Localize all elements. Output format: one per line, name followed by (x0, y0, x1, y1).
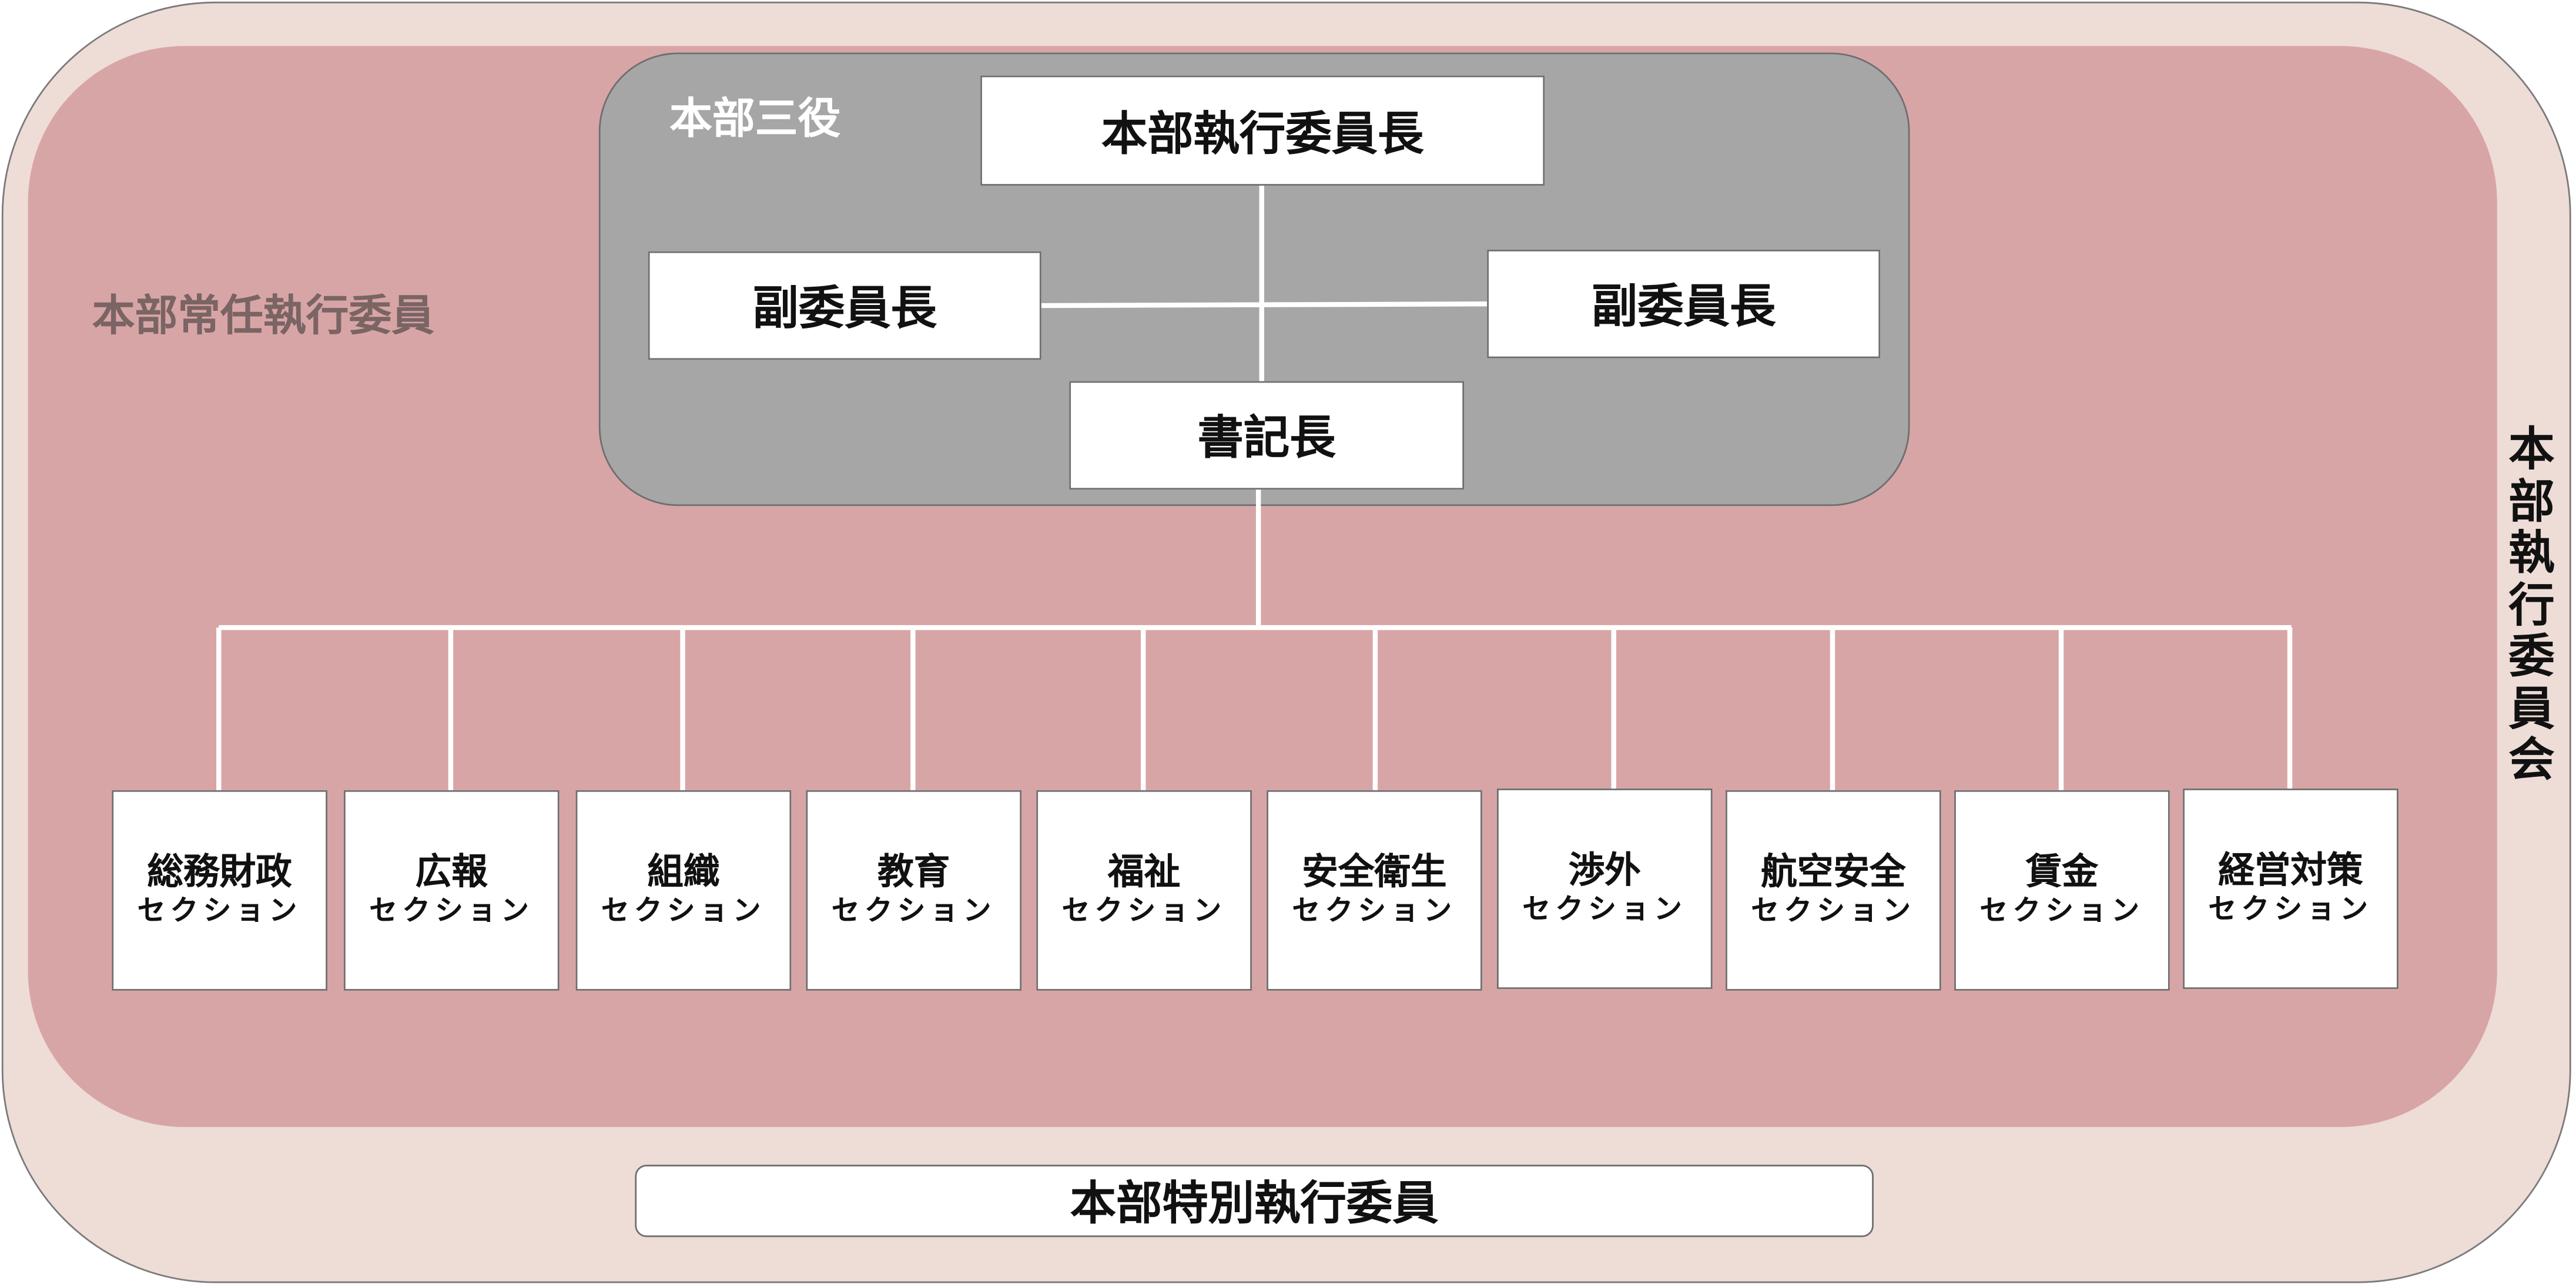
vice-chair-right-box: 副委員長 (1487, 249, 1881, 358)
section-name: 経営対策 (2218, 850, 2363, 891)
section-subtitle: セクション (831, 895, 996, 928)
section-name: 安全衛生 (1302, 851, 1447, 893)
section-box-external-affairs: 渉外 セクション (1496, 789, 1713, 990)
section-box-education: 教育 セクション (806, 790, 1022, 991)
connector-section-drops (216, 628, 2293, 790)
section-subtitle: セクション (1979, 895, 2145, 928)
section-name: 渉外 (1568, 850, 1641, 891)
section-box-aviation-safety: 航空安全 セクション (1726, 790, 1941, 991)
section-subtitle: セクション (369, 895, 534, 928)
section-name: 福祉 (1108, 851, 1181, 893)
section-box-safety-health: 安全衛生 セクション (1267, 790, 1482, 991)
vice-chair-left-box: 副委員長 (648, 251, 1041, 360)
section-subtitle: セクション (1751, 895, 1916, 928)
section-name: 教育 (877, 851, 950, 893)
section-box-general-affairs: 総務財政 セクション (112, 790, 327, 991)
connector-vice-chairs (1041, 301, 1488, 308)
section-subtitle: セクション (1292, 895, 1457, 928)
section-subtitle: セクション (601, 895, 766, 928)
secretary-general-box: 書記長 (1069, 381, 1465, 490)
section-box-public-relations: 広報 セクション (343, 790, 560, 991)
section-name: 賃金 (2025, 851, 2098, 893)
section-box-welfare: 福祉 セクション (1036, 790, 1252, 991)
section-box-management-policy: 経営対策 セクション (2183, 789, 2399, 990)
section-box-organization: 組織 セクション (575, 790, 792, 991)
standing-committee-label: 本部常任執行委員 (92, 292, 434, 342)
chair-box: 本部執行委員長 (980, 75, 1545, 186)
section-subtitle: セクション (1061, 895, 1227, 928)
section-name: 総務財政 (147, 851, 292, 893)
section-name: 航空安全 (1761, 851, 1906, 893)
section-subtitle: セクション (1522, 893, 1687, 927)
section-name: 広報 (415, 851, 488, 893)
section-subtitle: セクション (137, 895, 302, 928)
section-box-wages: 賃金 セクション (1954, 790, 2170, 991)
three-officers-label: 本部三役 (669, 95, 841, 145)
special-executive-member-box: 本部特別執行委員 (635, 1165, 1874, 1237)
executive-committee-label: 本部執行委員会 (2508, 422, 2555, 787)
section-subtitle: セクション (2208, 893, 2373, 927)
section-name: 組織 (647, 851, 720, 893)
